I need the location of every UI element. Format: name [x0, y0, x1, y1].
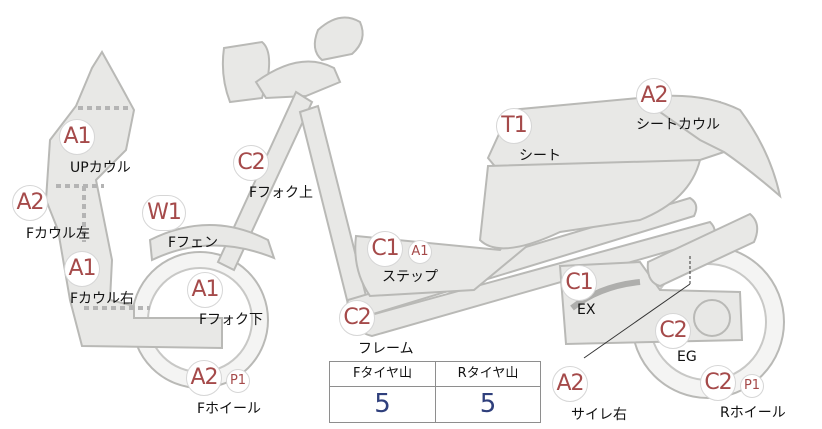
rear-tire-value: 5 [479, 389, 497, 419]
tank-shape [478, 158, 702, 250]
seat-cowl-label: シートカウル [636, 117, 720, 133]
exhaust-code-badge: C1 [561, 265, 597, 301]
step-code-badge: C1 [367, 231, 403, 267]
leader-line-eg [583, 283, 691, 359]
f-fork-upper-code-badge: C2 [233, 145, 269, 181]
seat-cowl-shape [637, 94, 782, 199]
f-wheel-label: Fホイール [197, 401, 262, 417]
engine-label: EG [677, 349, 697, 365]
front-tire-header: Fタイヤ山 [352, 366, 413, 381]
f-cowl-right-code-badge: A1 [64, 251, 100, 287]
muffler-right-code-badge: A2 [552, 366, 588, 402]
up-cowl-code-badge: A1 [59, 119, 95, 155]
f-fender-label: Fフェン [168, 235, 219, 251]
fork-upper-shape [254, 60, 342, 100]
fork-tube-shape [216, 90, 314, 272]
f-fender-code-badge: W1 [142, 195, 186, 231]
r-wheel-label: Rホイール [720, 405, 786, 421]
seat-code-badge: T1 [496, 108, 532, 144]
frame-code-badge: C2 [339, 300, 375, 336]
front-tire-value: 5 [374, 389, 391, 419]
table-column-divider [435, 362, 436, 422]
rear-tire-header: Rタイヤ山 [457, 366, 519, 381]
mirror-shape [313, 16, 364, 62]
front-fender-shape [148, 224, 276, 262]
muffler-right-label: サイレ右 [571, 407, 627, 423]
f-fork-upper-label: Fフォク上 [249, 185, 314, 201]
step-sub-badge: A1 [408, 240, 432, 264]
seat-label: シート [519, 148, 561, 164]
f-cowl-left-code-badge: A2 [12, 185, 48, 221]
muffler-shape [646, 212, 759, 288]
f-cowl-left-label: Fカウル左 [26, 226, 91, 242]
exhaust-pipe [570, 279, 641, 311]
r-wheel-sub-badge: P1 [740, 374, 764, 398]
f-wheel-sub-badge: P1 [226, 369, 250, 393]
frame-downtube-shape [298, 104, 368, 306]
f-fork-lower-code-badge: A1 [187, 272, 223, 308]
f-wheel-code-badge: A2 [186, 360, 222, 396]
r-wheel-code-badge: C2 [700, 365, 736, 401]
engine-code-badge: C2 [655, 313, 691, 349]
up-cowl-label: UPカウル [70, 160, 131, 176]
rear-hub-shape [693, 299, 731, 337]
frame-label: フレーム [358, 341, 414, 357]
f-fork-lower-label: Fフォク下 [199, 312, 264, 328]
step-label: ステップ [382, 269, 438, 285]
seat-cowl-code-badge: A2 [636, 78, 672, 114]
tire-tread-table: Fタイヤ山 Rタイヤ山 5 5 [329, 361, 541, 423]
f-cowl-right-label: Fカウル右 [70, 291, 135, 307]
exhaust-label: EX [577, 302, 596, 318]
